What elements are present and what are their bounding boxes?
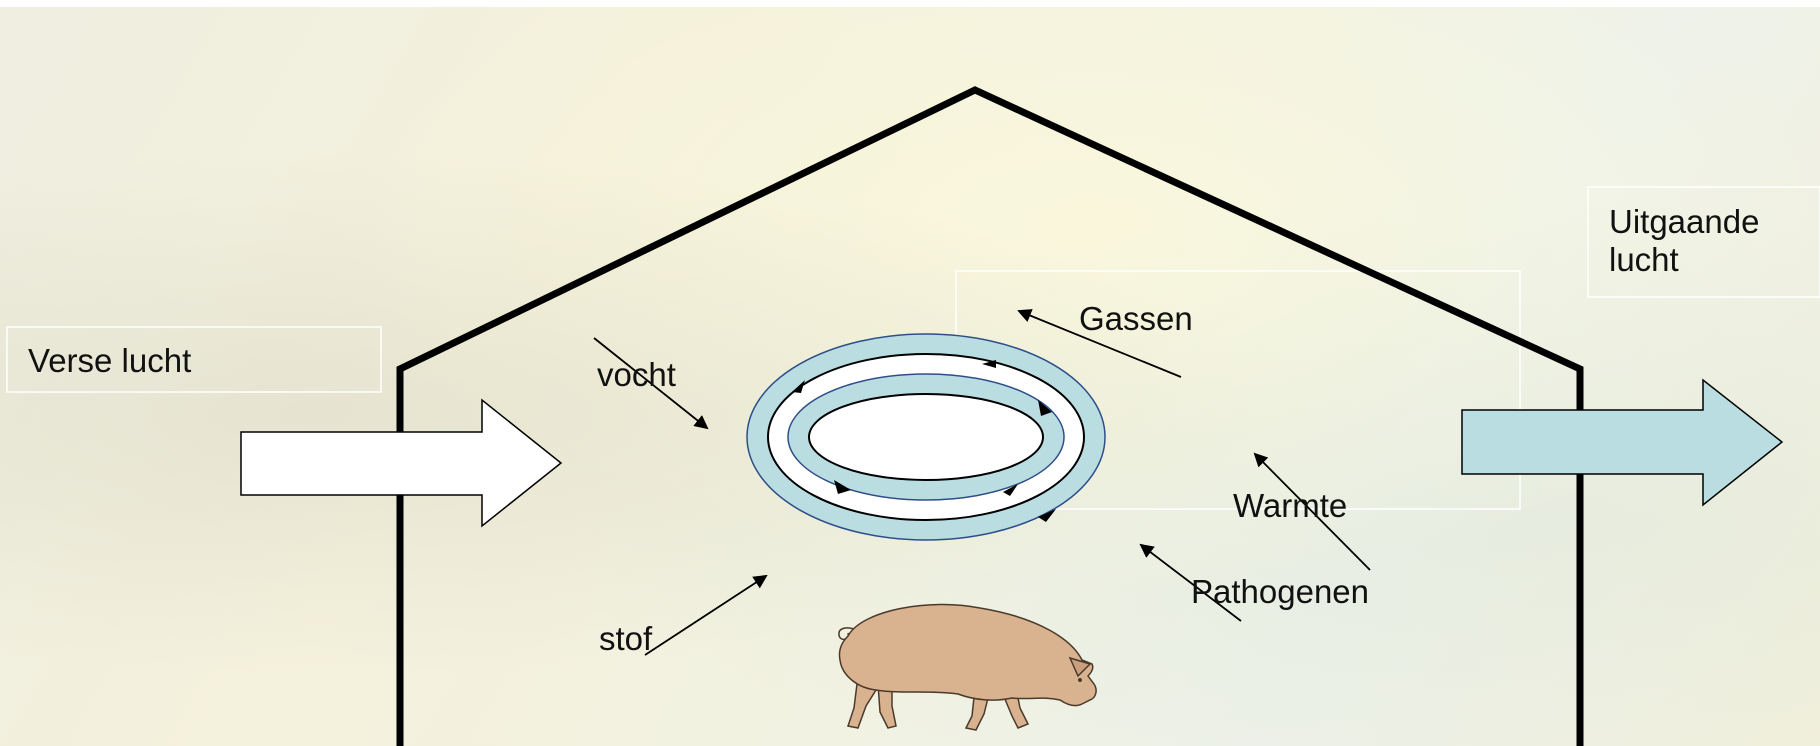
air-circulation-rings xyxy=(747,334,1105,540)
label-pathogenen: Pathogenen xyxy=(1191,573,1369,611)
label-uitgaande-lucht: Uitgaande lucht xyxy=(1609,203,1809,279)
exhaust-air-arrow xyxy=(1462,380,1782,505)
label-gassen: Gassen xyxy=(1079,300,1193,338)
stof-arrow xyxy=(645,576,766,655)
label-verse-lucht: Verse lucht xyxy=(28,342,191,380)
label-stof: stof xyxy=(599,620,652,658)
label-warmte: Warmte xyxy=(1233,487,1347,525)
label-vocht: vocht xyxy=(597,356,676,394)
pig-icon xyxy=(839,604,1096,730)
